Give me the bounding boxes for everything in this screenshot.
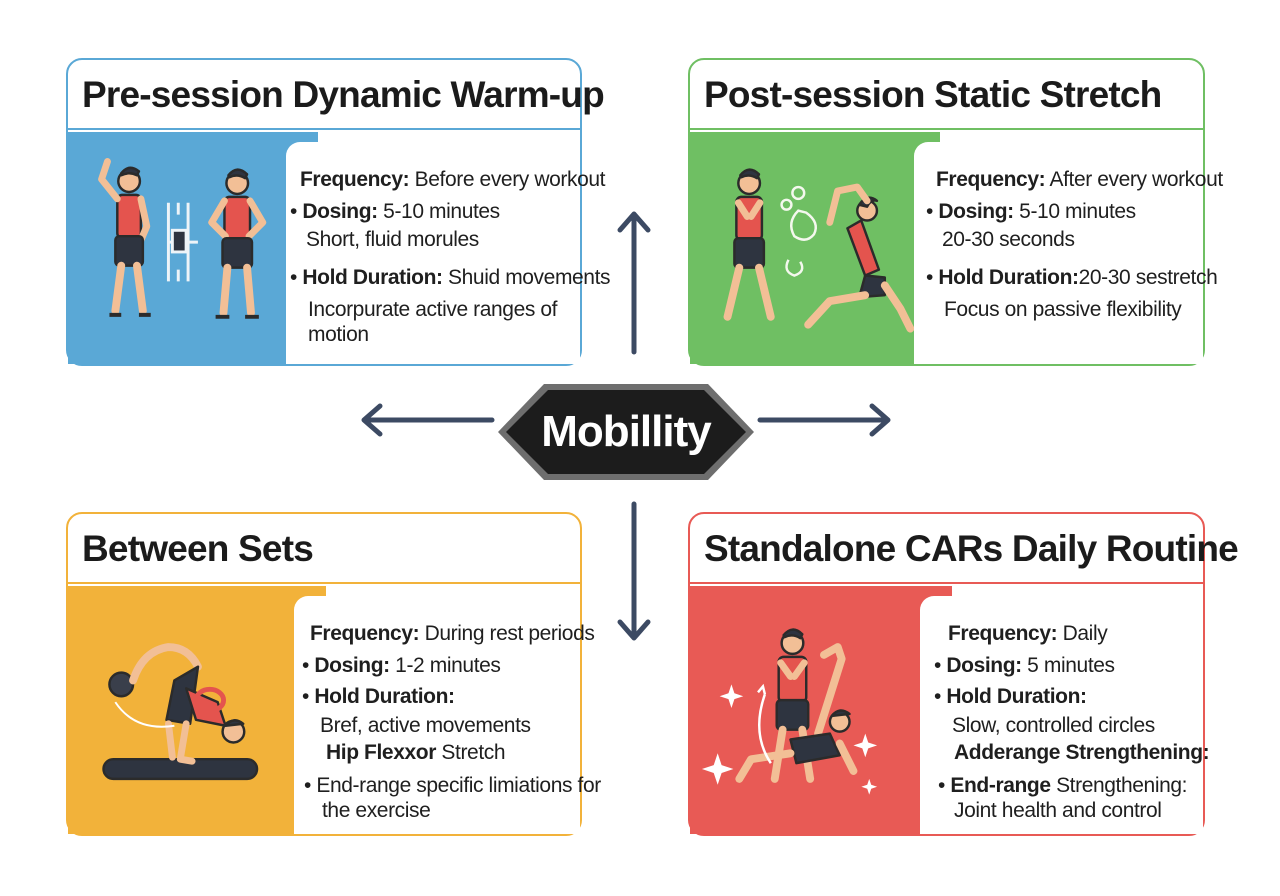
info-line-detail: motion (308, 323, 369, 346)
illustration-panel (690, 586, 952, 834)
illustration-panel (68, 132, 318, 364)
arrow-up (617, 211, 651, 355)
center-label: Mobillity (541, 407, 711, 456)
card-between-sets: Between Sets Frequency: During rest peri… (66, 512, 601, 836)
info-line-frequency: Frequency: Daily (948, 622, 1108, 645)
info-line-detail: Short, fluid morules (306, 228, 479, 251)
arrow-left (361, 403, 495, 437)
info-line-detail: Hip Flexxor Stretch (326, 741, 506, 764)
info-line-hold-duration: • Hold Duration: Shuid movements (290, 266, 611, 289)
info-line-detail: Slow, controlled circles (952, 714, 1155, 737)
card-title: Pre-session Dynamic Warm-up (68, 60, 605, 130)
text-panel: Frequency: Before every workout • Dosing… (286, 142, 611, 364)
info-line-detail: • End-range Strengthening: (938, 774, 1188, 797)
info-line-frequency: Frequency: Before every workout (300, 168, 606, 191)
center-hexagon (498, 384, 754, 480)
card-standalone-cars: Standalone CARs Daily Routine (688, 512, 1239, 836)
info-line-frequency: Frequency: After every workout (936, 168, 1223, 191)
card-post-session: Post-session Static Stretch (688, 58, 1223, 366)
illustration-panel (690, 132, 940, 364)
info-line-dosing: • Dosing: 5-10 minutes (926, 200, 1136, 223)
info-line-detail: the exercise (322, 799, 431, 822)
info-line-detail: Joint health and control (954, 799, 1162, 822)
warmup-figures-icon (98, 158, 267, 319)
card-title: Standalone CARs Daily Routine (690, 514, 1239, 584)
info-line-dosing: • Dosing: 1-2 minutes (302, 654, 501, 677)
info-line-detail: Adderange Strengthening: (954, 741, 1210, 764)
info-line-hold-duration: • Hold Duration: (302, 685, 455, 708)
info-line-detail: Focus on passive flexibility (944, 298, 1182, 321)
card-pre-session: Pre-session Dynamic Warm-up (66, 58, 611, 366)
info-line-hold-duration: • Hold Duration:20-30 sestretch (926, 266, 1218, 289)
info-line-frequency: Frequency: During rest periods (310, 622, 595, 645)
info-line-detail: • End-range specific limiations for (304, 774, 601, 797)
text-panel: Frequency: After every workout • Dosing:… (914, 142, 1223, 364)
info-line-hold-duration: • Hold Duration: (934, 685, 1087, 708)
card-title: Between Sets (68, 514, 580, 584)
arrow-down (617, 501, 651, 641)
info-line-detail: Incorpurate active ranges of (308, 298, 558, 321)
illustration-panel (68, 586, 326, 834)
info-line-detail: 20-30 seconds (942, 228, 1075, 251)
info-line-dosing: • Dosing: 5-10 minutes (290, 200, 500, 223)
info-line-detail: Bref, active movements (320, 714, 531, 737)
stretch-figures-icon (723, 168, 915, 333)
arrow-right (757, 403, 891, 437)
hip-flexor-stretch-icon (102, 643, 259, 781)
text-panel: Frequency: Daily • Dosing: 5 minutes • H… (920, 596, 1210, 834)
text-panel: Frequency: During rest periods • Dosing:… (294, 596, 601, 834)
cars-routine-figures-icon (701, 628, 878, 795)
card-title: Post-session Static Stretch (690, 60, 1203, 130)
info-line-dosing: • Dosing: 5 minutes (934, 654, 1115, 677)
